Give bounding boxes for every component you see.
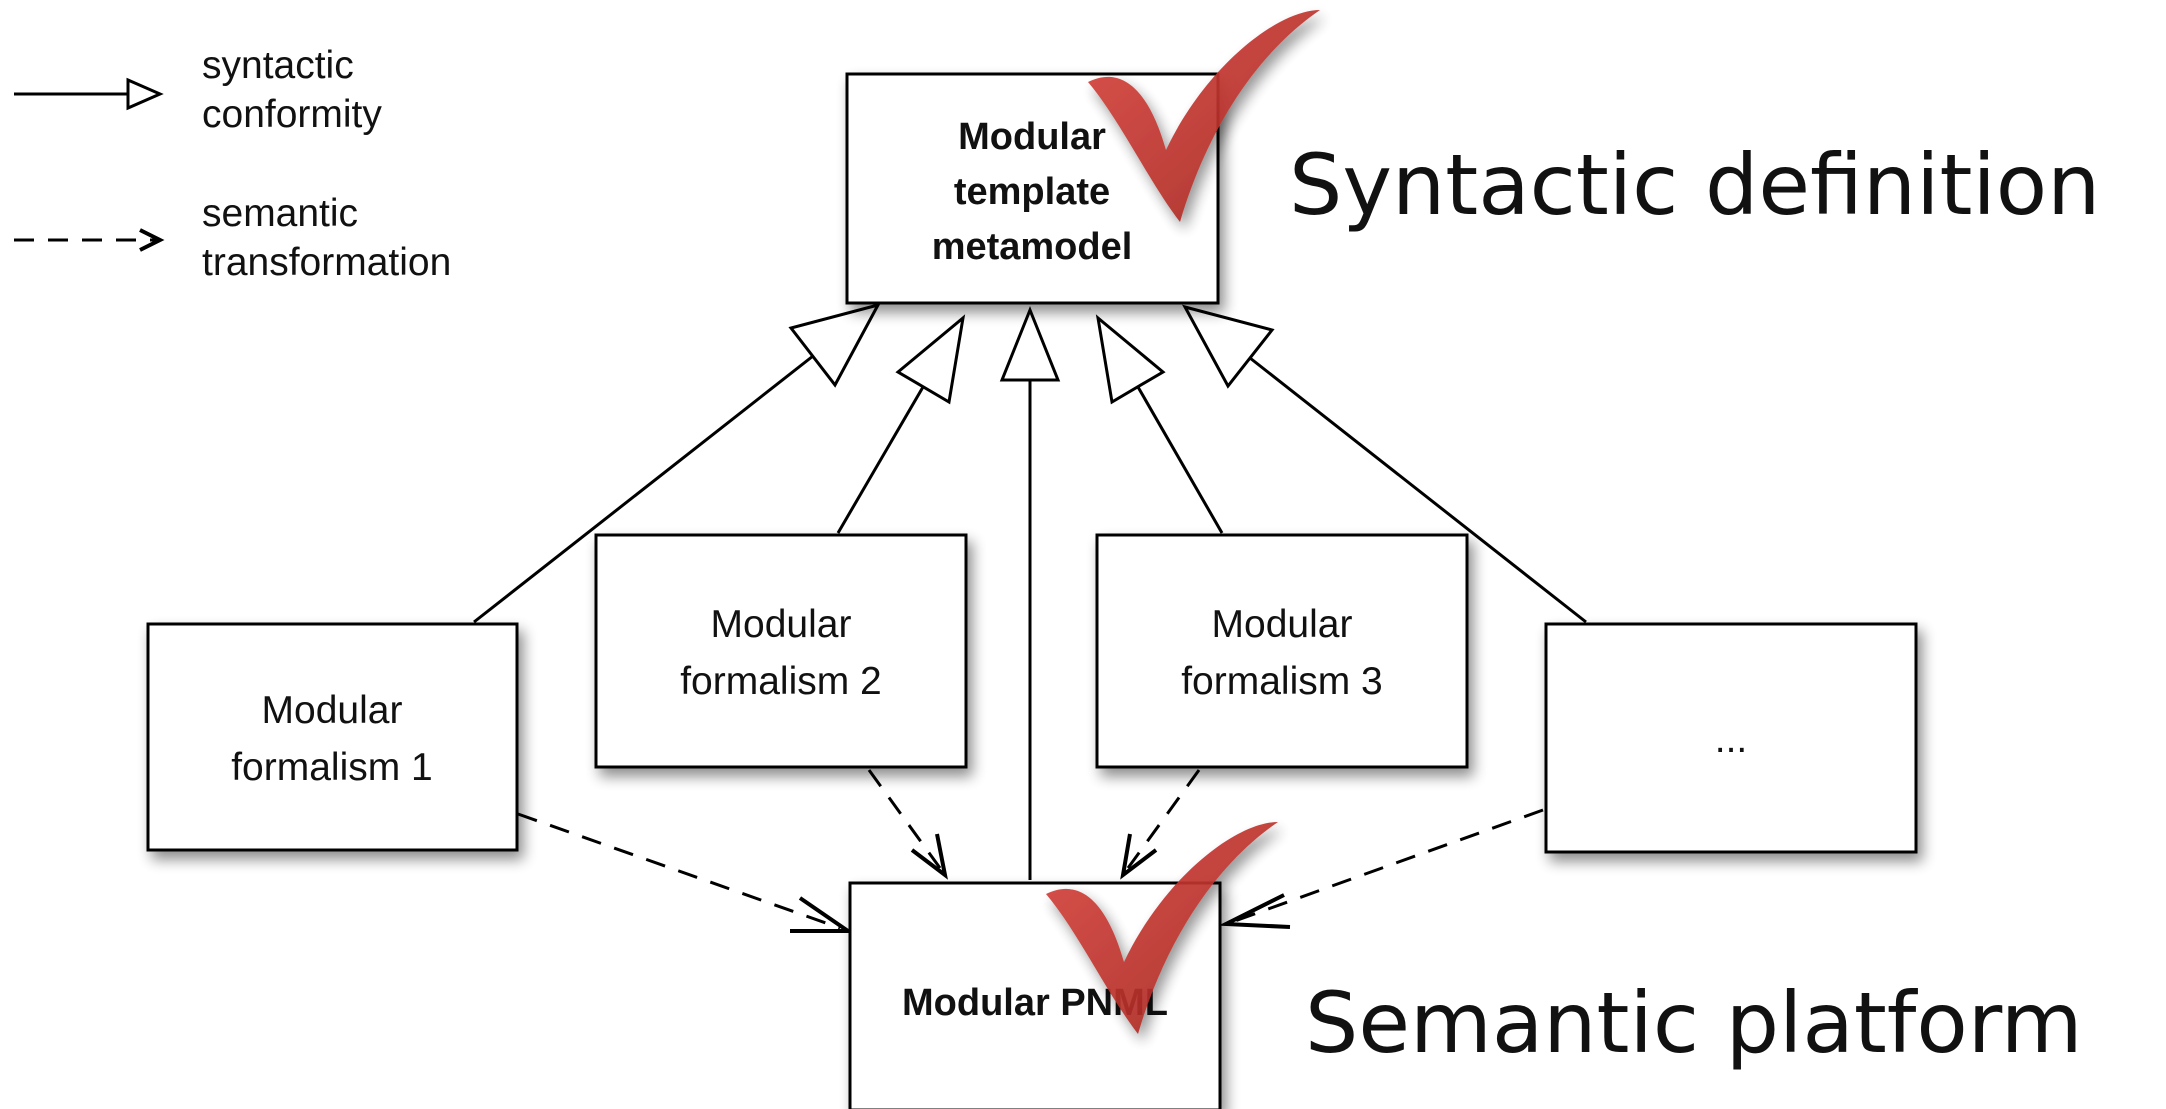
metamodel-label-line2: template — [954, 171, 1110, 213]
transformation-arrow-formalism3 — [1120, 769, 1201, 880]
formalism1-label-line2: formalism 1 — [231, 746, 433, 789]
node-ellipsis: ... — [1544, 622, 1918, 854]
node-formalism2: Modular formalism 2 — [594, 533, 968, 769]
conformity-arrow-pnml — [999, 305, 1061, 880]
legend-syntactic-arrow — [14, 77, 164, 111]
legend: syntactic conformity semantic transforma… — [14, 44, 451, 284]
legend-semantic-arrow — [14, 228, 165, 252]
metamodel-label-line1: Modular — [958, 116, 1106, 158]
transformation-arrow-formalism1 — [517, 812, 855, 933]
node-formalism1: Modular formalism 1 — [146, 622, 519, 852]
node-metamodel: Modular template metamodel — [845, 72, 1220, 305]
legend-syntactic-line1: syntactic — [202, 44, 354, 87]
legend-semantic-line1: semantic — [202, 192, 358, 235]
transformation-arrows — [517, 769, 1544, 933]
check-mark-icon — [1088, 10, 1320, 222]
metamodel-label-line3: metamodel — [932, 226, 1133, 268]
semantic-platform-label: Semantic platform — [1305, 974, 2083, 1072]
node-formalism3: Modular formalism 3 — [1095, 533, 1469, 769]
formalism2-label-line2: formalism 2 — [680, 660, 882, 703]
transformation-arrow-ellipsis — [1218, 808, 1544, 929]
transformation-arrow-formalism2 — [867, 769, 948, 880]
ellipsis-label: ... — [1715, 718, 1748, 761]
formalism3-label-line2: formalism 3 — [1181, 660, 1383, 703]
conformity-arrow-formalism1 — [473, 302, 881, 624]
conformity-arrows — [473, 302, 1587, 880]
legend-syntactic-line2: conformity — [202, 93, 382, 136]
conformity-arrow-formalism2 — [836, 314, 966, 534]
legend-semantic-line2: transformation — [202, 241, 451, 284]
formalism1-label-line1: Modular — [262, 689, 403, 732]
conformity-arrow-formalism3 — [1095, 314, 1224, 534]
syntactic-definition-label: Syntactic definition — [1289, 136, 2100, 234]
formalism2-label-line1: Modular — [711, 603, 852, 646]
conformity-arrow-ellipsis — [1182, 304, 1587, 624]
check-mark-icon — [1046, 822, 1278, 1034]
formalism3-label-line1: Modular — [1212, 603, 1353, 646]
